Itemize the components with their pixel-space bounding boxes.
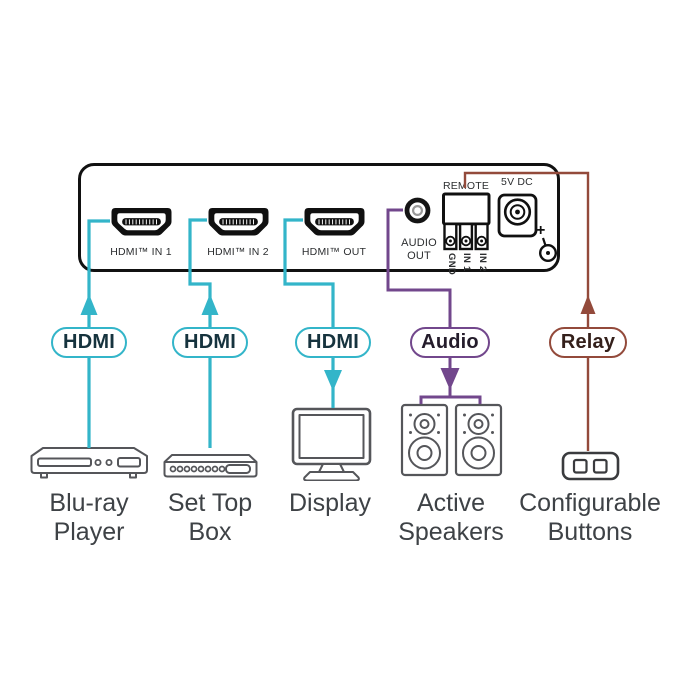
remote-terminal-block-icon [442,192,491,251]
hdmi-in-1-connector-icon [111,207,172,236]
audio-out-label-line2: OUT [407,250,431,262]
caption-line: Active [416,489,486,517]
remote-terminal-in2-label: IN 2 [477,253,488,272]
set-top-box-caption: Set Top Box [149,489,271,547]
pill-hdmi-3: HDMI [295,327,371,358]
hdmi-in-2-label: HDMI™ IN 2 [207,246,269,258]
polarity-tip-icon [538,237,558,263]
power-label: 5V DC [501,176,533,188]
display-caption: Display [269,489,391,518]
hdmi-in-1-label: HDMI™ IN 1 [110,246,172,258]
remote-label: REMOTE [442,180,490,192]
active-speakers-icon [400,403,503,477]
configurable-buttons-icon [561,451,620,481]
dc-power-jack-icon [497,193,538,238]
caption-line: Set Top [167,489,253,517]
pill-audio: Audio [410,327,490,358]
audio-out-jack-icon [404,197,431,224]
caption-line: Buttons [547,518,633,546]
display-monitor-icon [291,407,372,481]
caption-line: Display [289,489,371,517]
bluray-player-caption: Blu-ray Player [28,489,150,547]
hdmi-out-label: HDMI™ OUT [301,246,367,258]
hdmi-in-2-connector-icon [208,207,269,236]
remote-terminal-in1-label: IN 1 [461,253,472,272]
caption-line: Player [53,518,125,546]
bluray-player-icon [30,447,148,479]
caption-line: Configurable [519,489,661,517]
set-top-box-icon [163,454,258,478]
active-speakers-caption: Active Speakers [390,489,512,547]
pill-relay: Relay [549,327,627,358]
caption-line: Box [188,518,232,546]
caption-line: Speakers [398,518,504,546]
pill-hdmi-2: HDMI [172,327,248,358]
audio-out-label: AUDIO OUT [397,237,441,263]
remote-terminal-gnd-label: GND [446,253,457,276]
hdmi-out-connector-icon [304,207,365,236]
pill-hdmi-1: HDMI [51,327,127,358]
configurable-buttons-caption: Configurable Buttons [508,489,672,547]
audio-out-label-line1: AUDIO [401,237,437,249]
caption-line: Blu-ray [49,489,129,517]
